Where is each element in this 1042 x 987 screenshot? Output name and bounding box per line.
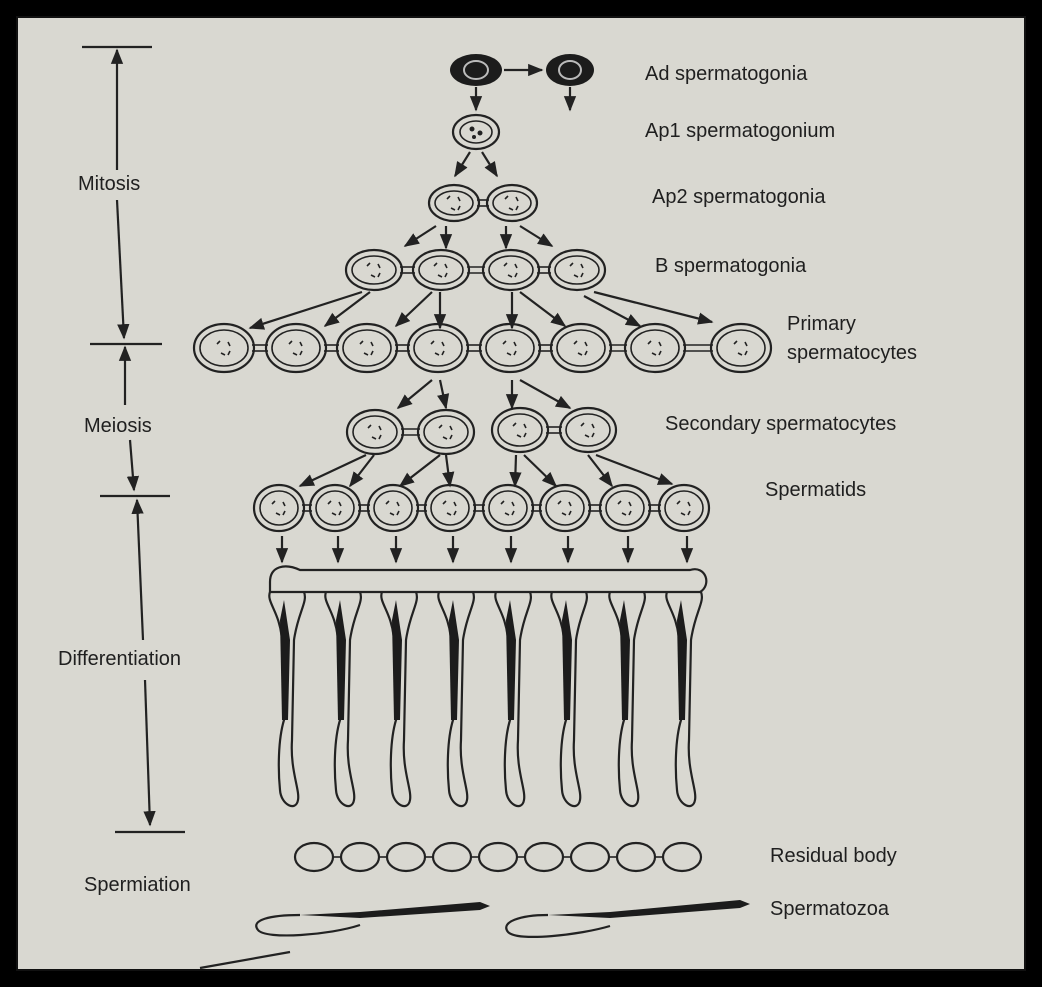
stage-label-primary: Primary [787, 313, 856, 335]
spermatids-cell [368, 485, 418, 531]
arrow [405, 226, 436, 246]
primary-spermatocytes-cell [337, 324, 397, 372]
elongating-spermatid [438, 592, 474, 806]
spermatids-cell [254, 485, 304, 531]
primary-spermatocytes-cell [551, 324, 611, 372]
spermatids-cell [310, 485, 360, 531]
arrow [520, 380, 570, 408]
secondary-spermatocytes-left-cell [418, 410, 474, 454]
secondary-spermatocytes-row-left [347, 410, 474, 454]
stage-label-spermatozoa: Spermatozoa [770, 898, 890, 920]
b-spermatogonia-cell [413, 250, 469, 290]
arrow [520, 292, 565, 326]
stage-label-ap1-spermatogonium: Ap1 spermatogonium [645, 120, 835, 142]
primary-spermatocytes-cell [711, 324, 771, 372]
spermatids-row [254, 485, 709, 531]
phase-label-spermiation: Spermiation [84, 874, 191, 896]
ap2-spermatogonia-row [429, 185, 537, 221]
spermatids-cell [425, 485, 475, 531]
primary-spermatocytes-cell [480, 324, 540, 372]
arrow [400, 455, 440, 486]
elongating-spermatid [495, 592, 531, 806]
elongating-spermatid [551, 592, 587, 806]
stage-label-spermatids: Spermatids [765, 479, 866, 501]
arrow [300, 455, 366, 486]
b-spermatogonia-cell [483, 250, 539, 290]
arrow [440, 380, 446, 408]
phase-label-differentiation: Differentiation [58, 648, 181, 670]
secondary-spermatocytes-row-right [492, 408, 616, 452]
primary-spermatocytes-cell [266, 324, 326, 372]
stage-label-ad-spermatogonia: Ad spermatogonia [645, 63, 808, 85]
spermatozoa [200, 900, 750, 968]
elongating-spermatid [666, 592, 702, 806]
arrow [515, 455, 516, 486]
ap2-spermatogonia-cell [487, 185, 537, 221]
stage-label-residual-body: Residual body [770, 845, 897, 867]
phase-label-mitosis: Mitosis [78, 173, 140, 195]
ad-spermatogonia-cells [450, 54, 594, 110]
elongating-spermatid [381, 592, 417, 806]
arrow [594, 292, 712, 322]
secondary-spermatocytes-left-cell [347, 410, 403, 454]
spermatids-cell [540, 485, 590, 531]
secondary-spermatocytes-right-cell [492, 408, 548, 452]
spermatids-cell [659, 485, 709, 531]
stage-label-secondary-spermatocytes: Secondary spermatocytes [665, 413, 896, 435]
arrow [520, 226, 552, 246]
b-spermatogonia-row [346, 250, 605, 290]
spermatids-cell [600, 485, 650, 531]
primary-spermatocytes-cell [194, 324, 254, 372]
stage-label-ap2-spermatogonia: Ap2 spermatogonia [652, 186, 826, 208]
cell-rows [194, 185, 771, 871]
primary-spermatocytes-cell [625, 324, 685, 372]
b-spermatogonia-cell [346, 250, 402, 290]
b-spermatogonia-cell [549, 250, 605, 290]
arrow [446, 455, 450, 486]
secondary-spermatocytes-right-cell [560, 408, 616, 452]
ap2-spermatogonia-cell [429, 185, 479, 221]
stage-label-b-spermatogonia: B spermatogonia [655, 255, 807, 277]
stage-label-spermatocytes: spermatocytes [787, 342, 917, 364]
phase-label-meiosis: Meiosis [84, 415, 152, 437]
residual-body [295, 843, 701, 871]
elongating-spermatid [609, 592, 645, 806]
ap1-spermatogonium-cell [453, 115, 499, 176]
primary-spermatocytes-row [194, 324, 771, 372]
differentiating-spermatids [269, 566, 706, 806]
arrow [396, 292, 432, 326]
phase-brackets [82, 47, 185, 832]
arrow [398, 380, 432, 408]
spermatids-cell [483, 485, 533, 531]
elongating-spermatid [325, 592, 361, 806]
elongating-spermatid [269, 592, 305, 806]
arrow [524, 455, 556, 486]
primary-spermatocytes-cell [408, 324, 468, 372]
